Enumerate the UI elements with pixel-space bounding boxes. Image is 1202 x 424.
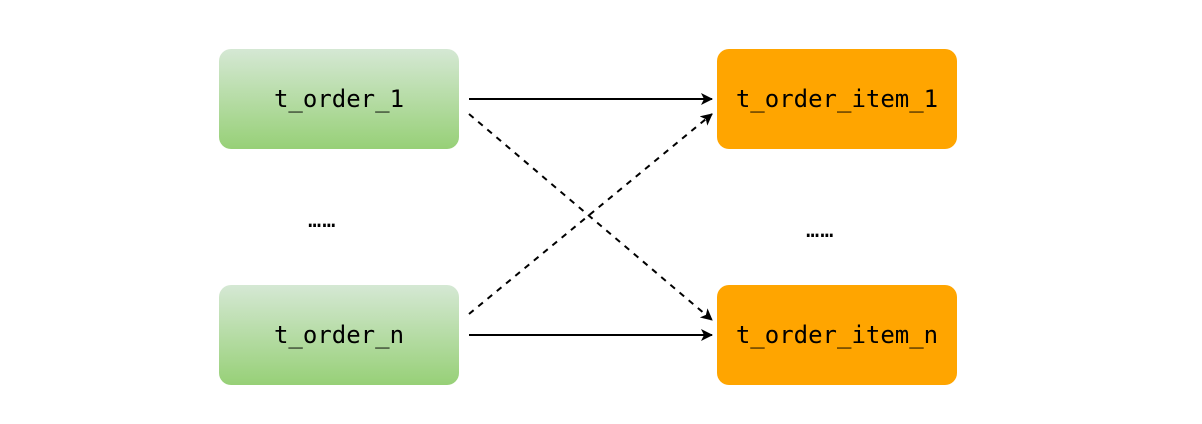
node-t-order-item-n[interactable]: t_order_item_n — [717, 285, 957, 385]
node-t-order-item-n-label: t_order_item_n — [735, 321, 939, 349]
node-t-order-item-1-label: t_order_item_1 — [735, 85, 939, 113]
edge-order-n-to-item-1 — [468, 113, 713, 315]
ellipsis-left: …… — [308, 208, 337, 233]
node-t-order-n-label: t_order_n — [273, 321, 405, 349]
node-t-order-item-1[interactable]: t_order_item_1 — [717, 49, 957, 149]
node-t-order-n[interactable]: t_order_n — [219, 285, 459, 385]
edge-order-1-to-item-n — [468, 113, 713, 321]
node-t-order-1[interactable]: t_order_1 — [219, 49, 459, 149]
node-t-order-1-label: t_order_1 — [273, 85, 405, 113]
ellipsis-right: …… — [806, 218, 835, 243]
